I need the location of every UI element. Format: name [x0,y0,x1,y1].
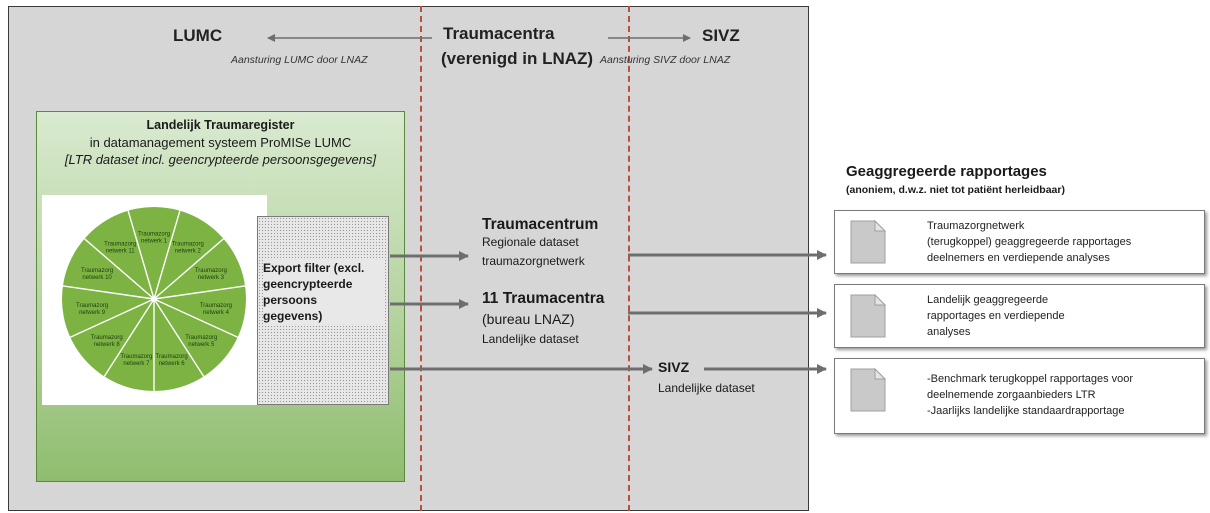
lumc-label: LUMC [173,26,223,45]
wheel-divider [153,298,205,377]
export-filter-line-4: gegevens) [263,309,323,323]
aansturing-sivz-note: Aansturing SIVZ door LNAZ [600,54,731,66]
report-3-line-2: deelnemende zorgaanbieders LTR [927,389,1096,401]
traumacentrum-title: Traumacentrum [482,216,599,233]
wheel-divider [70,298,155,338]
wheel-divider [153,298,238,338]
report-card-landelijk: Landelijk geaggregeerde rapportages en v… [834,284,1205,348]
wheel-divider [62,285,155,300]
traumacentra-11-title: 11 Traumacentra [482,290,605,307]
report-3-line-1: -Benchmark terugkoppel rapportages voor [927,373,1134,385]
divider-traumacentra-sivz [628,6,630,511]
document-icon [850,294,886,338]
reports-subtitle: (anoniem, d.w.z. niet tot patiënt herlei… [846,184,1065,196]
report-1-line-3: deelnemers en verdiepende analyses [927,252,1110,264]
register-subtitle: in datamanagement systeem ProMISe LUMC [89,135,352,150]
wheel-divider [153,238,224,300]
register-dataset: [LTR dataset incl. geencrypteerde persoo… [64,152,377,167]
verenigd-label: (verenigd in LNAZ) [441,49,594,68]
wheel-divider [153,285,246,300]
sivz-output-title: SIVZ [658,359,690,375]
wheel-hub [151,296,157,302]
traumacentrum-line-2: traumazorgnetwerk [482,254,585,268]
export-filter-label: Export filter (excl. geencrypteerde pers… [263,260,385,324]
report-1-line-1: Traumazorgnetwerk [927,220,1025,232]
report-card-traumazorgnetwerk: Traumazorgnetwerk (terugkoppel) geaggreg… [834,210,1205,274]
wheel-divider [153,210,181,300]
report-1-line-2: (terugkoppel) geaggregeerde rapportages [927,236,1132,248]
sivz-output-line-1: Landelijke dataset [658,381,755,395]
sivz-label: SIVZ [702,26,740,45]
wheel-divider [84,238,155,300]
wheel-divider [127,210,155,300]
divider-lumc-traumacentra [420,6,422,511]
traumacentra-11-line-1: (bureau LNAZ) [482,311,575,327]
reports-title: Geaggregeerde rapportages [846,163,1047,180]
report-2-line-2: rapportages en verdiepende [927,310,1065,322]
report-2-line-1: Landelijk geaggregeerde [927,294,1049,306]
export-filter-line-2: geencrypteerde [263,277,353,291]
report-2-line-3: analyses [927,326,971,338]
document-icon [850,220,886,264]
document-icon [850,368,886,412]
traumacentra-11-line-2: Landelijke dataset [482,332,579,346]
register-title: Landelijk Traumaregister [146,118,295,132]
report-3-line-3: -Jaarlijks landelijke standaardrapportag… [927,405,1125,417]
export-filter-line-3: persoons [263,293,318,307]
wheel-divider [103,298,155,377]
traumacentrum-line-1: Regionale dataset [482,235,579,249]
report-card-benchmark: -Benchmark terugkoppel rapportages voor … [834,358,1205,434]
traumacentra-label: Traumacentra [443,24,555,43]
export-filter-line-1: Export filter (excl. [263,261,365,275]
aansturing-lumc-note: Aansturing LUMC door LNAZ [231,54,368,66]
